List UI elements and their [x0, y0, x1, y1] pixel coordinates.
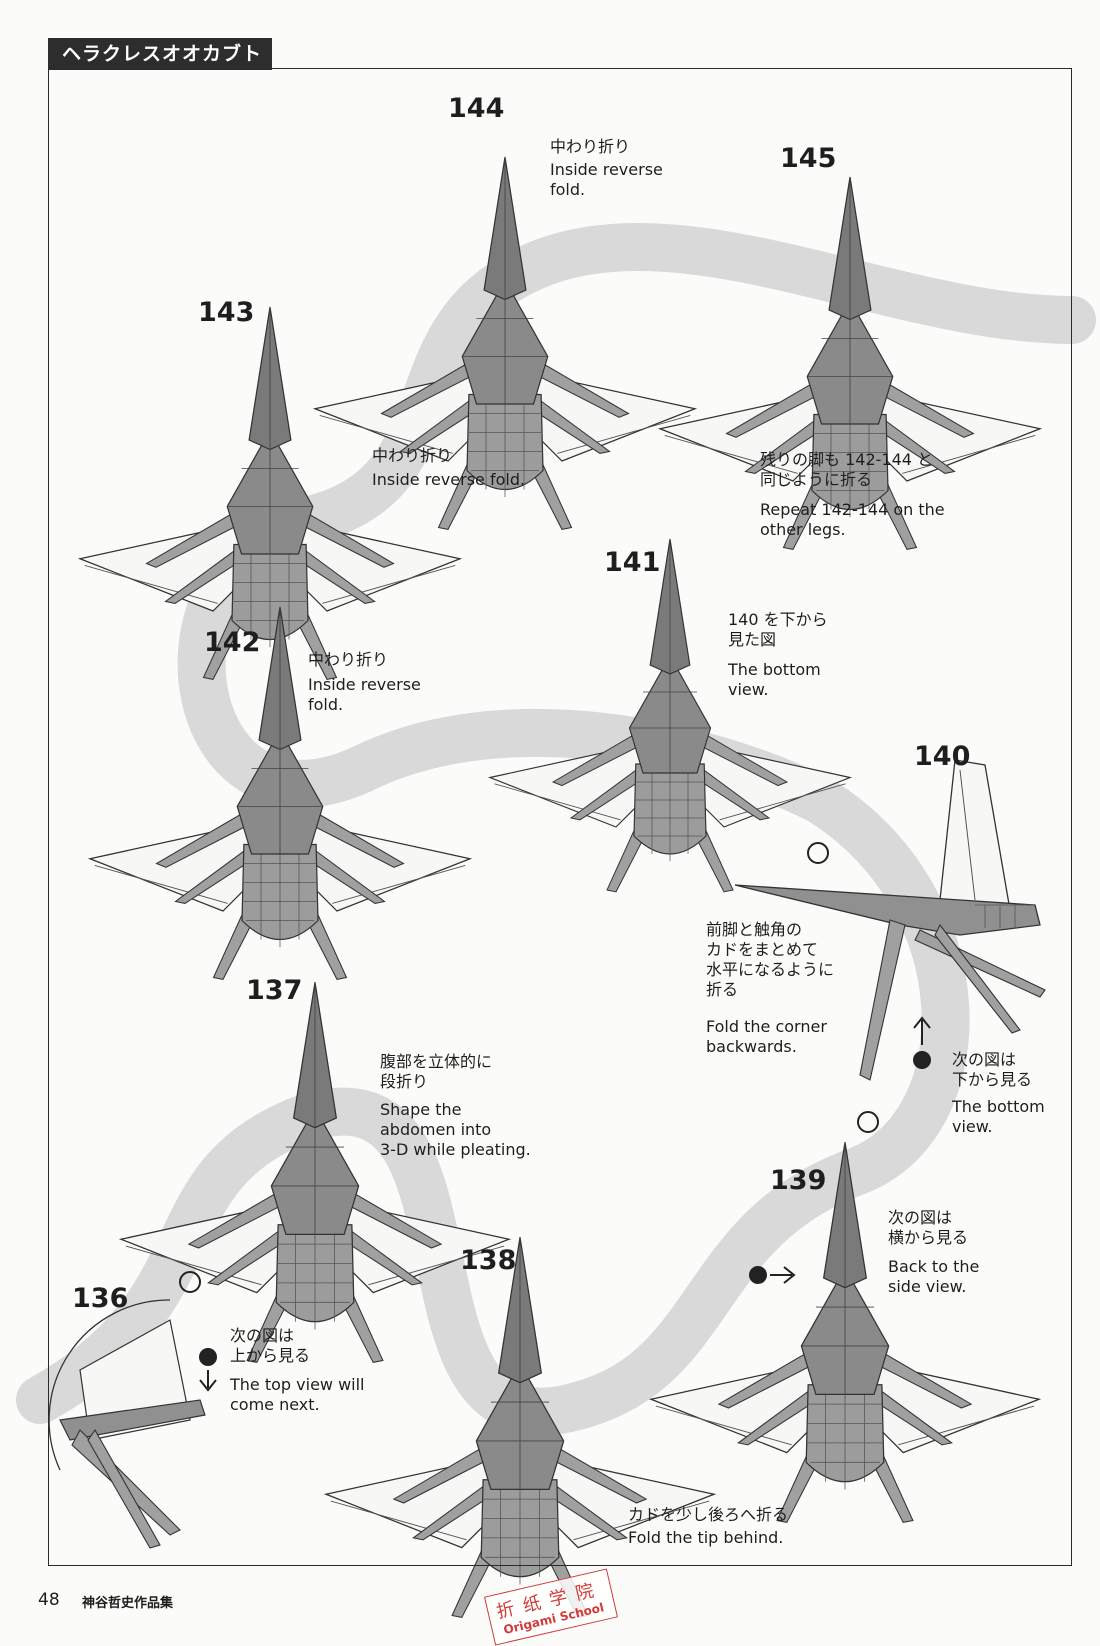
instruction-en: Inside reverse fold.: [550, 160, 663, 200]
instruction-ja: 腹部を立体的に 段折り: [380, 1052, 492, 1092]
step-number: 140: [914, 742, 970, 772]
view-note-en: The bottom view.: [952, 1097, 1045, 1137]
instruction-en: Shape the abdomen into 3-D while pleatin…: [380, 1100, 531, 1160]
instruction-en: Inside reverse fold.: [372, 470, 525, 490]
instruction-ja: 次の図は 横から見る: [888, 1208, 968, 1248]
instruction-ja: 中わり折り: [550, 137, 630, 157]
instruction-en: Back to the side view.: [888, 1257, 979, 1297]
instruction-en: The top view will come next.: [230, 1375, 365, 1415]
step-number: 142: [204, 628, 260, 658]
instruction-ja: カドを少し後ろへ折る: [628, 1505, 788, 1525]
instruction-ja: 残りの脚も 142-144 と 同じように折る: [760, 450, 933, 490]
step-number: 143: [198, 298, 254, 328]
page-header-title: ヘラクレスオオカブト: [48, 38, 272, 70]
instruction-en: Fold the tip behind.: [628, 1528, 783, 1548]
step-number: 137: [246, 976, 302, 1006]
view-note-ja: 次の図は 下から見る: [952, 1050, 1032, 1090]
instruction-en: Fold the corner backwards.: [706, 1017, 827, 1057]
instruction-ja: 前脚と触角の カドをまとめて 水平になるように 折る: [706, 920, 834, 1000]
step-number: 136: [72, 1284, 128, 1314]
instruction-ja: 140 を下から 見た図: [728, 610, 828, 650]
instruction-ja: 中わり折り: [308, 650, 388, 670]
instruction-en: The bottom view.: [728, 660, 821, 700]
step-number: 145: [780, 144, 836, 174]
step-number: 144: [448, 94, 504, 124]
step-number: 139: [770, 1166, 826, 1196]
instruction-ja: 中わり折り: [372, 446, 452, 466]
page-number: 48: [38, 1590, 60, 1610]
step-number: 141: [604, 548, 660, 578]
step-number: 138: [460, 1246, 516, 1276]
instruction-en: Inside reverse fold.: [308, 675, 421, 715]
book-title: 神谷哲史作品集: [82, 1592, 173, 1611]
instruction-en: Repeat 142-144 on the other legs.: [760, 500, 945, 540]
page-frame: [48, 68, 1072, 1566]
instruction-ja: 次の図は 上から見る: [230, 1326, 310, 1366]
